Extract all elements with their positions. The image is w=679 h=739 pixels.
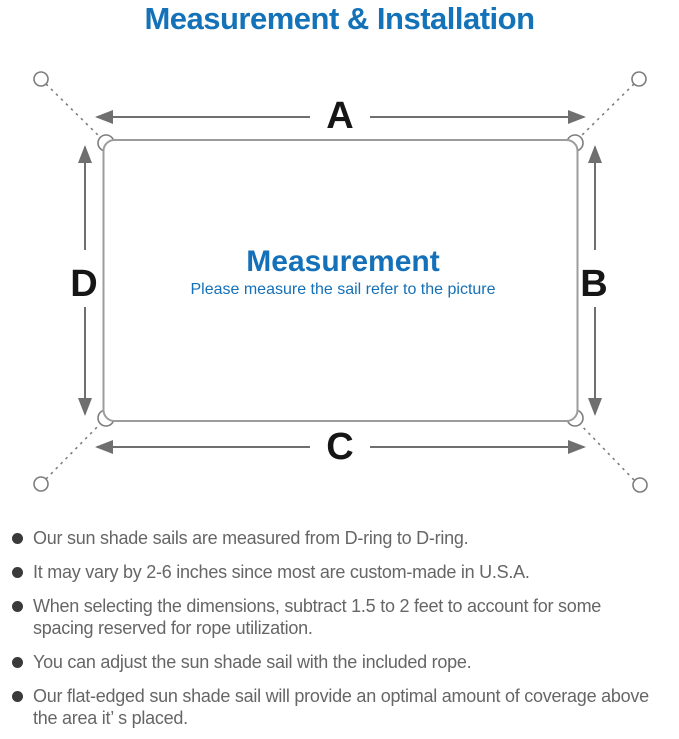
bullet-icon (12, 566, 23, 578)
dim-label-b: B (580, 263, 607, 305)
rope-top-right (575, 83, 635, 142)
list-item: When selecting the dimensions, subtract … (12, 595, 664, 639)
bullet-icon (12, 600, 23, 612)
rope-bottom-right (575, 419, 635, 481)
anchor-ring-icon-bottom-left (33, 476, 49, 492)
list-item: You can adjust the sun shade sail with t… (12, 651, 664, 673)
sail-rectangle (102, 139, 579, 422)
page-title: Measurement & Installation (144, 1, 535, 36)
bullet-icon (12, 690, 23, 702)
bullet-icon (12, 656, 23, 668)
anchor-ring-icon-top-left (33, 71, 49, 87)
dim-label-c: C (326, 426, 353, 468)
center-heading: Measurement (246, 245, 439, 278)
list-item-text: You can adjust the sun shade sail with t… (33, 652, 472, 672)
rope-bottom-left (45, 419, 105, 480)
list-item-text: Our flat-edged sun shade sail will provi… (33, 686, 649, 728)
list-item: Our sun shade sails are measured from D-… (12, 527, 664, 549)
anchor-ring-icon-top-right (631, 71, 647, 87)
list-item-text: Our sun shade sails are measured from D-… (33, 528, 469, 548)
list-item-text: It may vary by 2-6 inches since most are… (33, 562, 530, 582)
dim-label-a: A (326, 95, 353, 137)
rope-top-left (45, 83, 105, 142)
list-item-text: When selecting the dimensions, subtract … (33, 596, 602, 638)
measurement-diagram: A B C D Measurement Please measure the s… (33, 71, 648, 493)
instruction-list: Our sun shade sails are measured from D-… (12, 527, 664, 739)
dim-label-d: D (70, 263, 97, 305)
anchor-ring-icon-bottom-right (632, 477, 648, 493)
center-subheading: Please measure the sail refer to the pic… (190, 281, 495, 298)
bullet-icon (12, 532, 23, 544)
list-item: Our flat-edged sun shade sail will provi… (12, 685, 664, 729)
list-item: It may vary by 2-6 inches since most are… (12, 561, 664, 583)
